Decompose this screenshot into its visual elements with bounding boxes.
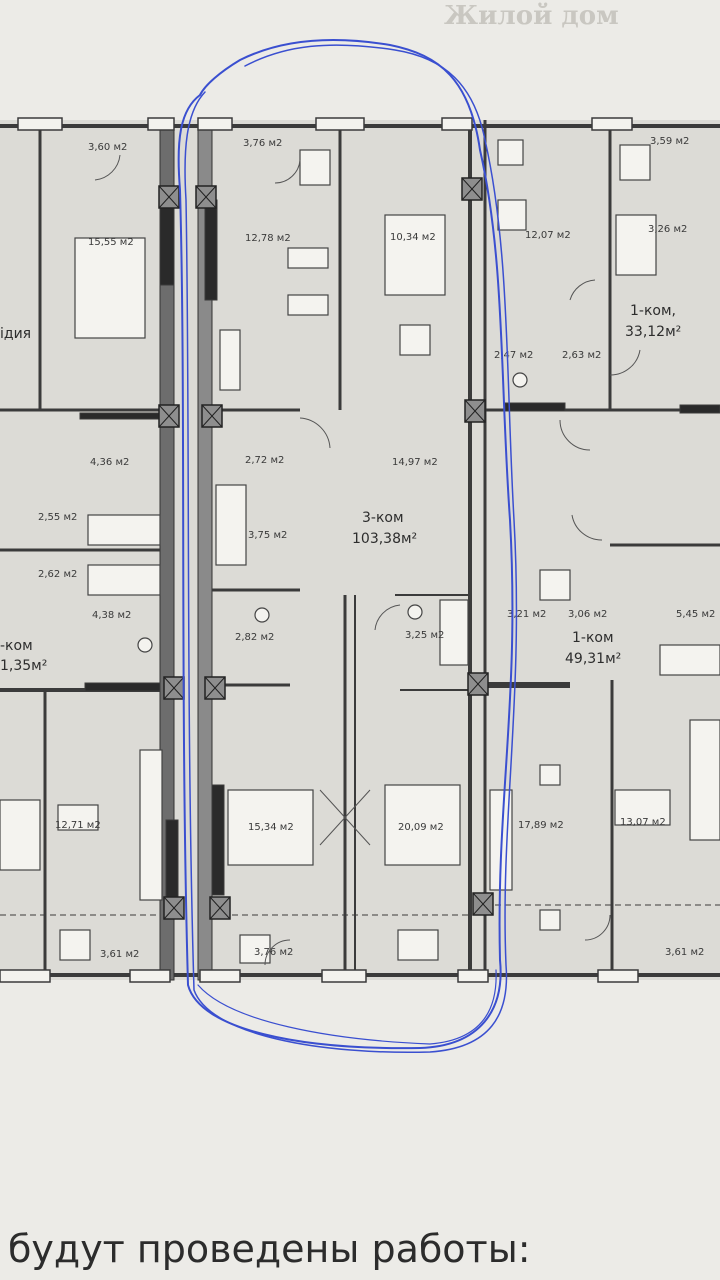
table-icon: [287, 294, 329, 316]
room-area: 4,36 м2: [90, 457, 129, 468]
apartment-area: 49,31м²: [565, 651, 621, 667]
kitchen-counter: [139, 749, 163, 901]
windows: [0, 117, 639, 983]
room-area: 15,34 м2: [248, 822, 294, 833]
bed-icon: [74, 237, 146, 339]
doors: [94, 154, 641, 966]
room-area: 14,97 м2: [392, 457, 438, 468]
bathtub-icon: [439, 599, 469, 666]
room-area: 12,71 м2: [55, 820, 101, 831]
room-area: 10,34 м2: [390, 232, 436, 243]
footer-text: будут проведены работы:: [8, 1227, 531, 1271]
apartment-labels: ідия -ком 1,35м² 3-ком 103,38м² 1-ком, 3…: [0, 303, 681, 674]
kitchen-counter: [219, 329, 241, 391]
bathtub-icon: [87, 514, 161, 546]
room-area: 3,75 м2: [248, 530, 287, 541]
table-icon: [57, 804, 99, 831]
room-area: 2,82 м2: [235, 632, 274, 643]
apartment-area: 1,35м²: [0, 658, 47, 674]
shaft-crosses: [158, 177, 494, 920]
room-labels: 3,60 м2 15,55 м2 4,36 м2 2,55 м2 2,62 м2…: [38, 136, 715, 960]
wardrobe-icon: [299, 149, 331, 186]
bed-icon: [227, 789, 314, 866]
room-area: 3,60 м2: [88, 142, 127, 153]
bathtub-icon: [87, 564, 161, 596]
apartment-type: 1-ком,: [630, 303, 676, 319]
room-area: 12,07 м2: [525, 230, 571, 241]
sofa-icon: [0, 799, 41, 871]
bed-icon: [384, 784, 461, 866]
kitchen-counter: [689, 719, 720, 841]
room-area: 3,59 м2: [650, 136, 689, 147]
room-area: 2,72 м2: [245, 455, 284, 466]
toilet-icon: [407, 604, 423, 620]
toilet-icon: [512, 372, 528, 388]
toilet-icon: [137, 637, 153, 653]
toilet-icon: [254, 607, 270, 623]
apartment-area: 33,12м²: [625, 324, 681, 340]
room-area: 3,25 м2: [405, 630, 444, 641]
apartment-fragment: ідия: [0, 326, 31, 342]
sofa-icon: [287, 247, 329, 269]
room-area: 3,61 м2: [665, 947, 704, 958]
room-area: 4,38 м2: [92, 610, 131, 621]
bathtub-icon: [659, 644, 720, 676]
pen-outline: [177, 39, 518, 1054]
room-area: 13,07 м2: [620, 817, 666, 828]
apartment-type: 3-ком: [362, 510, 404, 526]
room-area: 5,45 м2: [676, 609, 715, 620]
room-area: 3,61 м2: [100, 949, 139, 960]
room-area: 2,55 м2: [38, 512, 77, 523]
room-area: 17,89 м2: [518, 820, 564, 831]
room-area: 3,26 м2: [648, 224, 687, 235]
room-area: 12,78 м2: [245, 233, 291, 244]
apartment-type: 1-ком: [572, 630, 614, 646]
bed-icon: [384, 214, 446, 296]
apartment-type: -ком: [0, 638, 33, 654]
armchair-icon: [399, 324, 431, 356]
room-area: 15,55 м2: [88, 237, 134, 248]
room-area: 3,76 м2: [254, 947, 293, 958]
room-area: 3,76 м2: [243, 138, 282, 149]
apartment-area: 103,38м²: [352, 531, 417, 547]
bathtub-icon: [215, 484, 247, 566]
furniture: [0, 139, 720, 964]
room-area: 2,63 м2: [562, 350, 601, 361]
room-area: 3,06 м2: [568, 609, 607, 620]
table-icon: [614, 789, 671, 826]
room-area: 2,62 м2: [38, 569, 77, 580]
room-area: 2,47 м2: [494, 350, 533, 361]
room-area: 3,21 м2: [507, 609, 546, 620]
header-title: Жилой дом: [444, 1, 619, 31]
room-area: 20,09 м2: [398, 822, 444, 833]
